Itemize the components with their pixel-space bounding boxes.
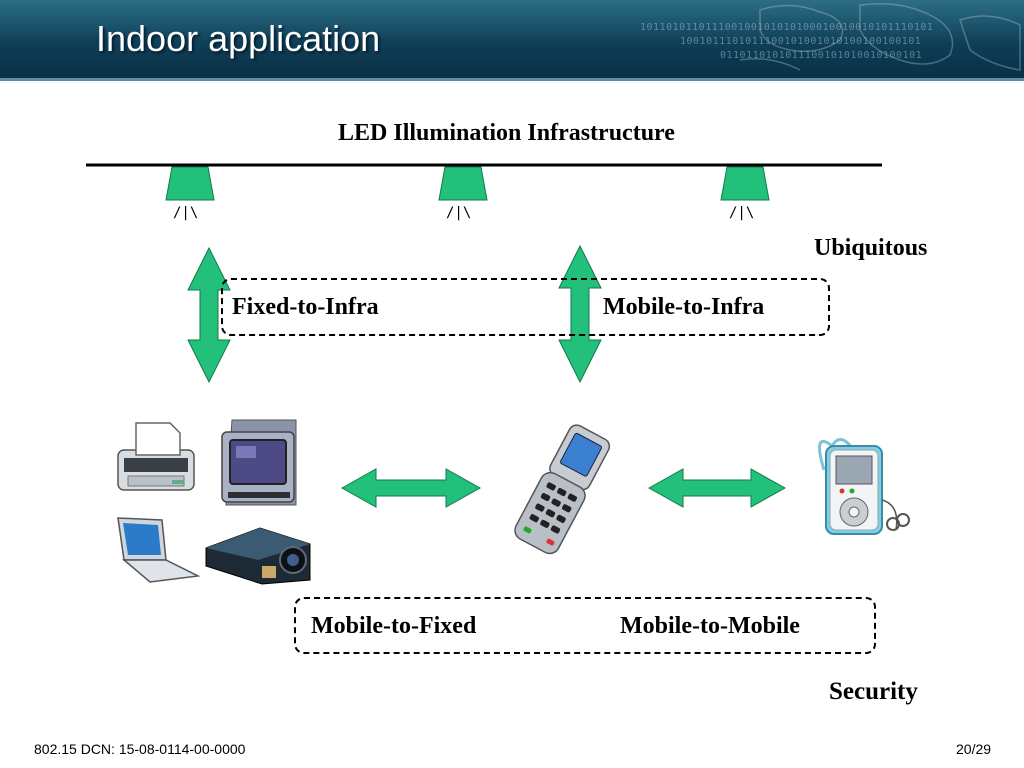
ubiquitous-label: Ubiquitous <box>814 235 928 261</box>
mobile-mobile-arrow <box>647 468 787 508</box>
mp3-player-icon <box>818 438 910 535</box>
security-label: Security <box>829 678 918 705</box>
infra-title: LED Illumination Infrastructure <box>338 120 675 146</box>
tv-icon <box>221 419 297 506</box>
light-rays: /|\ <box>729 205 755 221</box>
mobile-to-fixed-label: Mobile-to-Fixed <box>311 613 477 639</box>
fixed-mobile-arrow <box>340 468 482 508</box>
header-binary-text: 0110110101011100101010010100101 <box>720 50 923 61</box>
header-binary-text: 1011010110111001001010101000100100101011… <box>640 22 934 33</box>
header-binary-text: 1001011101011100101001010100100100101 <box>680 36 922 47</box>
printer-icon <box>117 422 195 491</box>
footer-doc-id: 802.15 DCN: 15-08-0114-00-0000 <box>34 741 246 757</box>
flip-phone-icon <box>514 424 611 555</box>
infra-link-box <box>221 278 830 336</box>
world-map-icon <box>739 3 1021 71</box>
light-rays: /|\ <box>173 205 199 221</box>
fixed-to-infra-label: Fixed-to-Infra <box>232 294 379 320</box>
projector-icon <box>205 527 311 585</box>
led-lamp-icon <box>165 166 215 201</box>
light-rays: /|\ <box>446 205 472 221</box>
header-divider <box>0 78 1024 81</box>
slide-title: Indoor application <box>96 18 381 59</box>
mobile-infra-arrow <box>558 244 602 384</box>
slide-header: 1011010110111001001010101000100100101011… <box>0 0 1024 78</box>
footer-page-number: 20/29 <box>956 741 992 757</box>
led-lamp-icon <box>438 166 488 201</box>
mobile-to-infra-label: Mobile-to-Infra <box>603 294 765 320</box>
mobile-to-mobile-label: Mobile-to-Mobile <box>620 613 800 639</box>
led-lamp-icon <box>720 166 770 201</box>
peer-link-box <box>294 597 876 654</box>
laptop-icon <box>117 517 201 583</box>
